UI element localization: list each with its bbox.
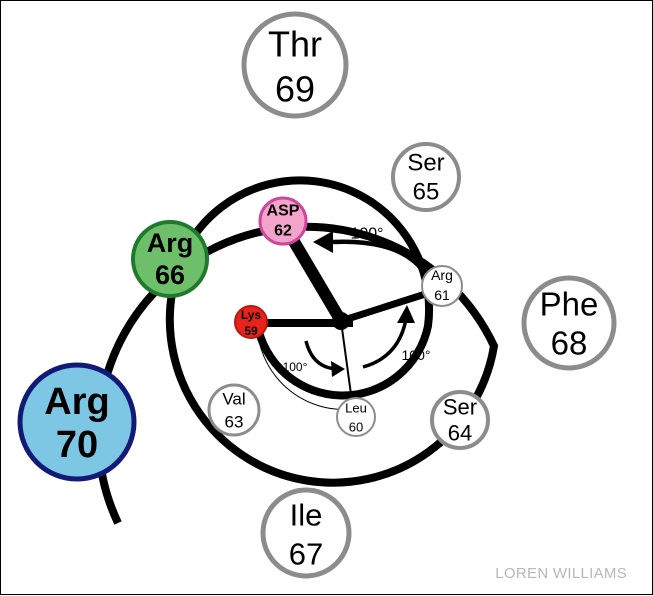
residue-ile-67: Ile 67 — [260, 487, 352, 579]
svg-text:ASP: ASP — [267, 203, 300, 220]
svg-text:60: 60 — [349, 420, 363, 435]
rotation-arrow-lower-right — [362, 318, 408, 369]
svg-text:Arg: Arg — [431, 267, 453, 283]
svg-text:Thr: Thr — [268, 24, 322, 65]
rotation-arrowhead-upper — [313, 231, 333, 253]
svg-text:64: 64 — [448, 421, 472, 446]
svg-text:Arg: Arg — [147, 228, 194, 258]
residue-leu-60: Leu 60 — [336, 397, 376, 437]
rotation-arrowhead-lower-right — [397, 305, 415, 323]
residue-ser-65: Ser 65 — [391, 142, 461, 212]
svg-text:68: 68 — [551, 325, 588, 362]
svg-text:65: 65 — [413, 179, 440, 206]
svg-text:Phe: Phe — [540, 286, 599, 323]
residue-val-63: Val 63 — [207, 383, 261, 437]
svg-text:61: 61 — [434, 287, 450, 303]
residue-arg-66: Arg 66 — [131, 220, 209, 298]
angle-label-upper: 100° — [350, 226, 383, 243]
angle-label-lower-left: 100° — [283, 360, 308, 374]
svg-text:69: 69 — [275, 69, 315, 110]
residue-arg-61: Arg 61 — [421, 265, 463, 307]
svg-text:63: 63 — [225, 413, 244, 432]
helical-spiral — [94, 176, 499, 525]
residue-phe-68: Phe 68 — [521, 275, 617, 371]
svg-text:Lys: Lys — [241, 308, 262, 322]
svg-text:70: 70 — [56, 424, 98, 466]
svg-text:Ser: Ser — [443, 395, 477, 420]
svg-text:67: 67 — [289, 537, 323, 572]
residue-arg-70: Arg 70 — [17, 362, 137, 482]
svg-text:62: 62 — [274, 223, 292, 240]
svg-text:Ile: Ile — [290, 498, 323, 533]
residue-thr-69: Thr 69 — [241, 11, 349, 119]
svg-text:Val: Val — [222, 390, 245, 409]
svg-text:66: 66 — [155, 260, 185, 290]
inner-guide-arc — [256, 322, 354, 410]
residue-asp-62: ASP 62 — [258, 196, 308, 246]
rotation-arrowhead-lower-left — [331, 361, 345, 377]
rotation-arrow-upper — [332, 239, 428, 277]
svg-text:Arg: Arg — [44, 381, 109, 423]
svg-text:Ser: Ser — [407, 150, 444, 177]
residue-lys-59: Lys 59 — [234, 305, 268, 339]
radial-line-leu — [340, 320, 354, 410]
residue-ser-64: Ser 64 — [430, 390, 490, 450]
credit-label: LOREN WILLIAMS — [495, 565, 627, 582]
angle-label-lower-right: 100° — [402, 347, 431, 363]
center-hub — [332, 312, 350, 330]
svg-text:59: 59 — [244, 324, 258, 338]
svg-text:Leu: Leu — [345, 401, 367, 416]
